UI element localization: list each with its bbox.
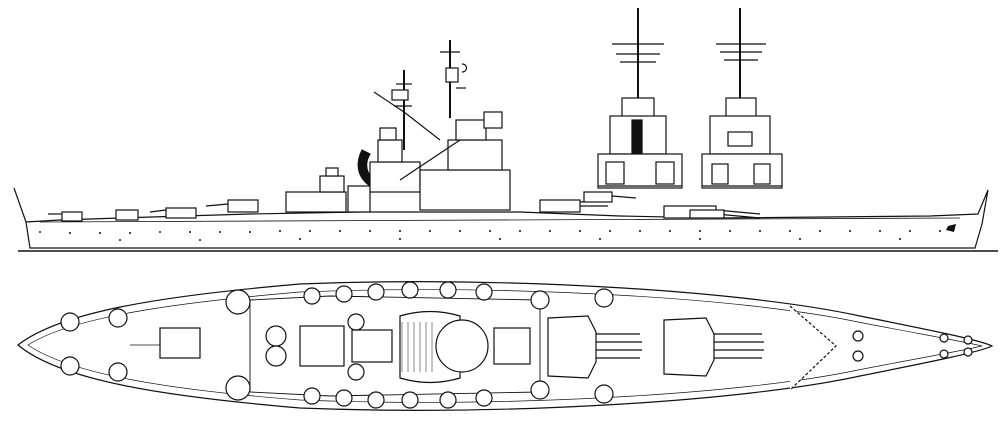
plan-view: [17, 281, 994, 411]
main-tower: [399, 111, 511, 211]
aft-superstructure: [285, 167, 371, 213]
porthole-row: [39, 230, 941, 241]
aft-turret-2: [115, 209, 139, 221]
secondary-mounts: [60, 281, 973, 409]
plan-main-turret-a: [663, 317, 764, 377]
plan-main-turret-b: [547, 315, 642, 379]
bow-mark: [946, 224, 956, 232]
forward-secondary-turret: [539, 191, 637, 213]
funnel: [357, 127, 421, 193]
secondary-turret-aft: [149, 199, 259, 219]
side-profile: [13, 40, 998, 252]
deck-hatching: [401, 322, 433, 372]
fore-mast: [440, 40, 468, 118]
main-turret-a: [689, 209, 725, 219]
aft-turret-1: [48, 211, 83, 222]
rear-elevation: [701, 8, 783, 189]
aft-mast: [373, 70, 441, 150]
breakwater: [789, 305, 837, 391]
front-elevation: [597, 8, 683, 189]
